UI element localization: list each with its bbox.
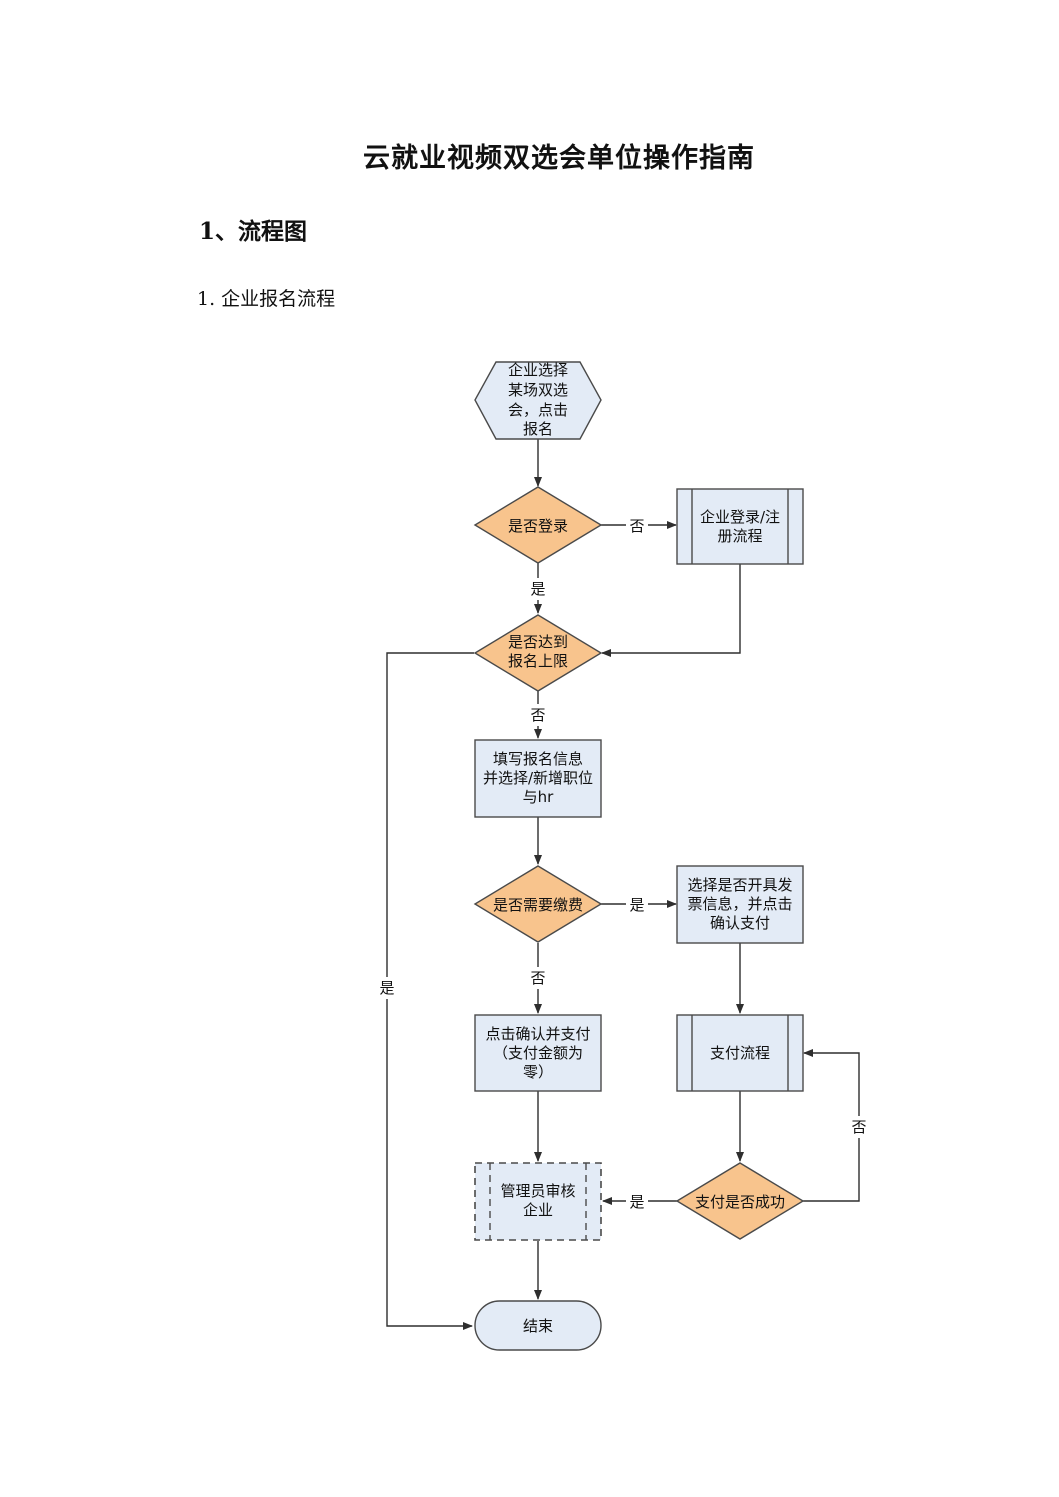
confirm-zero-line-2: （支付金额为 [493, 1044, 583, 1062]
edge-label-pay-no: 否 [530, 969, 545, 987]
node-end: 结束 [474, 1300, 602, 1351]
edge-label-success-no: 否 [851, 1118, 866, 1136]
node-invoice: 选择是否开具发 票信息，并点击 确认支付 [676, 865, 804, 944]
subsection-heading: 1. 企业报名流程 [197, 288, 336, 310]
login-check-text: 是否登录 [508, 517, 568, 535]
node-is-logged-in: 是否登录 [473, 486, 603, 564]
edge-label-limit-no: 否 [530, 706, 545, 724]
edge-label-login-yes: 是 [530, 580, 545, 598]
document-title: 云就业视频双选会单位操作指南 [363, 143, 755, 174]
node-need-pay: 是否需要缴费 [473, 865, 603, 943]
invoice-line-1: 选择是否开具发 [687, 876, 792, 894]
flowchart-edges: 否 是 否 是 是 否 是 否 [376, 439, 870, 1330]
start-line-4: 报名 [523, 420, 553, 438]
pay-check-text: 是否需要缴费 [493, 896, 583, 914]
pay-flow-text: 支付流程 [710, 1044, 770, 1062]
fill-info-box [474, 739, 602, 818]
success-check-text: 支付是否成功 [695, 1193, 785, 1211]
edge-login-register-back [601, 564, 741, 657]
confirm-zero-line-3: 零） [523, 1063, 553, 1081]
login-check-diamond [473, 486, 603, 564]
node-limit-reached: 是否达到 报名上限 [473, 614, 603, 692]
confirm-zero-line-1: 点击确认并支付 [485, 1025, 590, 1043]
end-text: 结束 [523, 1317, 553, 1335]
node-fill-info: 填写报名信息 并选择/新增职位 与hr [474, 739, 602, 818]
confirm-zero-box [474, 1014, 602, 1092]
invoice-box [676, 865, 804, 944]
fill-info-line-1: 填写报名信息 [493, 750, 583, 768]
login-register-line-2: 册流程 [717, 527, 762, 545]
pay-check-diamond [473, 865, 603, 943]
edge-label-login-no: 否 [629, 517, 644, 535]
fill-info-line-3: 与hr [523, 788, 555, 806]
node-start: 企业选择 某场双选 会，点击 报名 [474, 361, 602, 440]
edge-label-success-yes: 是 [629, 1193, 644, 1211]
start-hexagon [474, 361, 602, 440]
node-pay-success: 支付是否成功 [675, 1162, 805, 1240]
node-confirm-zero: 点击确认并支付 （支付金额为 零） [474, 1014, 602, 1092]
node-admin-review: 管理员审核 企业 [474, 1162, 602, 1241]
pay-flow-box [676, 1014, 804, 1092]
end-terminator [474, 1300, 602, 1351]
limit-check-line-2: 报名上限 [508, 652, 568, 670]
node-pay-flow: 支付流程 [676, 1014, 804, 1092]
start-line-3: 会，点击 [508, 401, 568, 419]
edge-limit-yes [386, 652, 474, 1330]
admin-review-line-1: 管理员审核 [500, 1182, 575, 1200]
edge-label-limit-yes: 是 [379, 979, 394, 997]
invoice-line-2: 票信息，并点击 [687, 895, 792, 913]
success-check-diamond [675, 1162, 805, 1240]
limit-check-line-1: 是否达到 [508, 633, 568, 651]
limit-check-diamond [473, 614, 603, 692]
node-login-register: 企业登录/注 册流程 [676, 488, 804, 565]
edge-label-pay-yes: 是 [629, 896, 644, 914]
invoice-line-3: 确认支付 [710, 914, 770, 932]
fill-info-line-2: 并选择/新增职位 [483, 769, 593, 787]
start-line-2: 某场双选 [508, 381, 568, 399]
admin-review-box [474, 1162, 602, 1241]
start-line-1: 企业选择 [508, 361, 568, 379]
admin-review-line-2: 企业 [523, 1201, 553, 1219]
login-register-line-1: 企业登录/注 [700, 508, 780, 526]
login-register-box [676, 488, 804, 565]
section-heading: 1、流程图 [199, 218, 308, 245]
